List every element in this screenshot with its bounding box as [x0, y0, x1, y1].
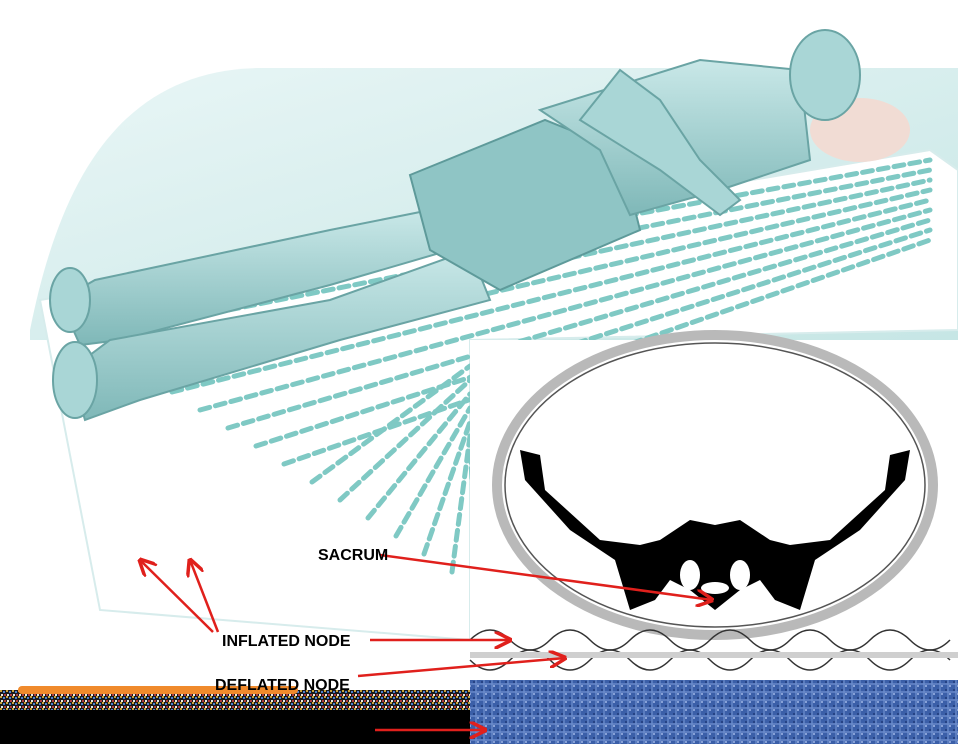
- fabric-base-icon: [470, 680, 958, 744]
- label-sacrum: SACRUM: [318, 547, 388, 564]
- pelvis-cross-section-panel: [470, 335, 958, 744]
- label-deflated-node: DEFLATED NODE: [215, 677, 350, 694]
- black-band: [0, 710, 470, 744]
- label-inflated-node: INFLATED NODE: [222, 633, 351, 650]
